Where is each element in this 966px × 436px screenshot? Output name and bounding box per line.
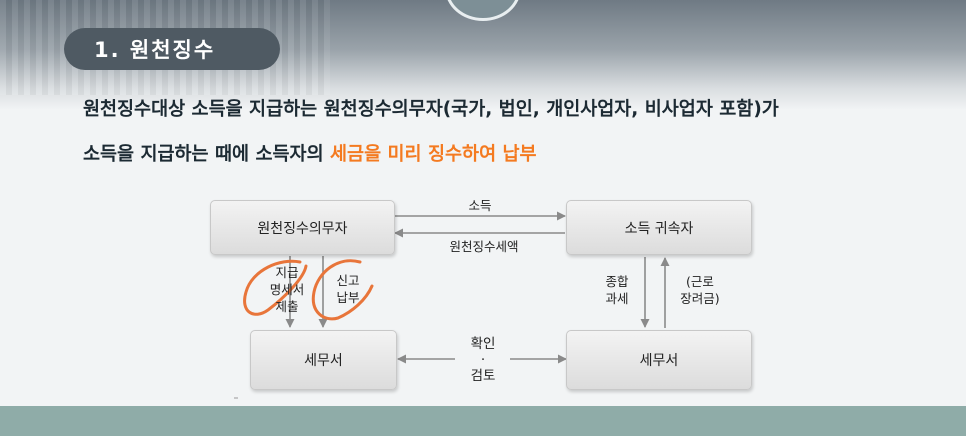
node-withholder: 원천징수의무자 (210, 200, 395, 255)
label-statement-2: 명세서 (269, 282, 305, 297)
label-report-2: 납부 (336, 290, 360, 305)
node-tax-office-left: 세무서 (250, 330, 397, 390)
node-tax-office-right: 세무서 (566, 330, 752, 390)
label-earned-credit: (근로 장려금) (672, 273, 728, 307)
headline-line-1: 원천징수대상 소득을 지급하는 원천징수의무자(국가, 법인, 개인사업자, 비… (83, 99, 779, 120)
headline-highlight: 세금을 미리 징수하여 납부 (330, 144, 537, 165)
label-withheld-tax: 원천징수세액 (449, 239, 519, 254)
label-earned-1: (근로 (686, 274, 714, 289)
section-title: 1. 원천징수 (64, 28, 280, 70)
annotation-circle-left (243, 259, 308, 316)
label-statement-1: 지급 (275, 265, 299, 280)
label-report-1: 신고 (336, 273, 360, 288)
label-verify-2: 검토 (470, 368, 496, 384)
annotation-circle-right (311, 259, 374, 321)
label-verify: 확인 · 검토 (463, 336, 503, 384)
label-verify-dot: · (480, 352, 486, 368)
headline-line-2-text: 소득을 지급하는 때에 소득자의 (83, 144, 331, 165)
label-report: 신고 납부 (331, 272, 365, 306)
label-combined-2: 과세 (605, 291, 629, 306)
label-earned-2: 장려금) (680, 291, 720, 306)
label-combined-1: 종합 (605, 274, 629, 289)
label-statement: 지급 명세서 제출 (265, 264, 309, 315)
node-income-recipient: 소득 귀속자 (566, 200, 752, 255)
label-combined-tax: 종합 과세 (600, 273, 634, 307)
label-statement-3: 제출 (275, 299, 299, 314)
headline-line-2: 소득을 지급하는 때에 소득자의 세금을 미리 징수하여 납부 (83, 140, 537, 166)
footer-band (0, 406, 966, 436)
label-verify-1: 확인 (470, 336, 496, 352)
label-income: 소득 (468, 198, 492, 213)
